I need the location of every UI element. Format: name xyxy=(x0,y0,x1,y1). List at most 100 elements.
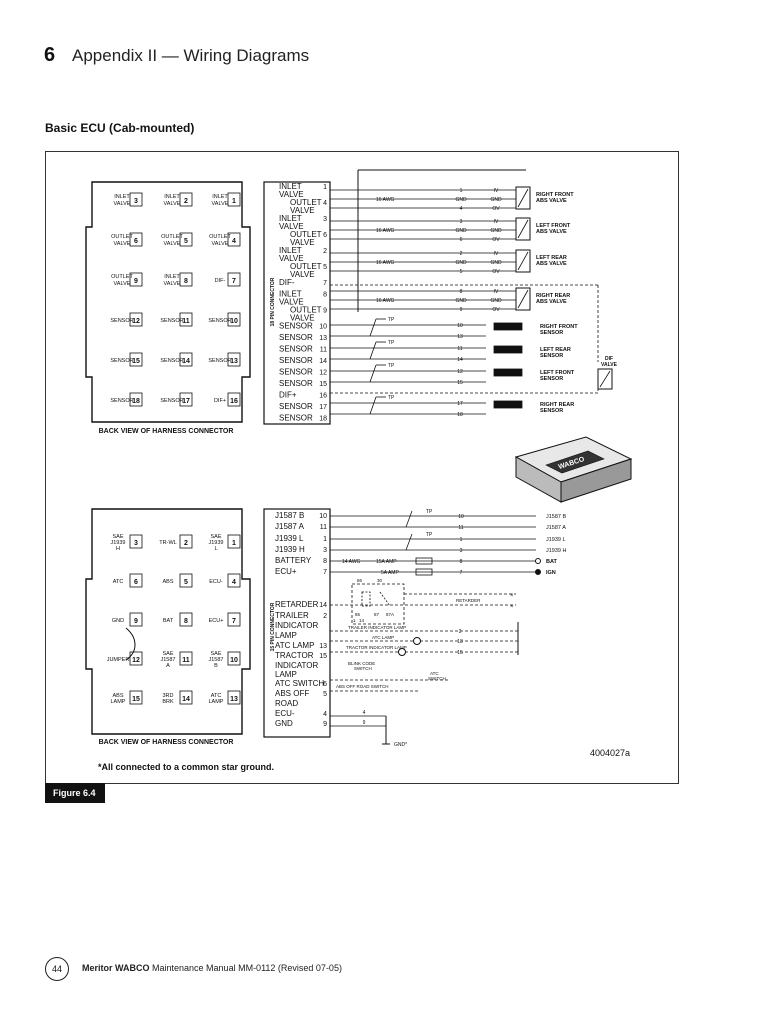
figure-label: Figure 6.4 xyxy=(45,783,105,803)
pin-number: 7 xyxy=(232,278,236,285)
valve-symbol xyxy=(515,249,531,273)
wire-number: 3 xyxy=(460,548,463,554)
page-title: Appendix II — Wiring Diagrams xyxy=(72,46,310,65)
pin-index: 6 xyxy=(323,232,327,239)
wire-label: GND xyxy=(490,197,502,203)
relay-pin: 1 xyxy=(353,618,356,623)
grid-label: VALVE xyxy=(114,201,131,207)
wire-number: 15 xyxy=(457,650,463,656)
bat-terminal xyxy=(535,558,541,564)
tp-label: TP xyxy=(388,317,395,323)
wire-number: 12 xyxy=(457,369,463,375)
grid-label: BAT xyxy=(163,618,174,624)
pin-number: 4 xyxy=(232,238,236,245)
valve-symbol xyxy=(515,186,531,210)
grid-label: VALVE xyxy=(164,281,181,287)
pin-name: VALVE xyxy=(290,314,315,323)
pin-box xyxy=(227,651,241,666)
section-number: 6 xyxy=(44,44,56,66)
grid-label: ABS xyxy=(162,579,173,585)
pin-number: 8 xyxy=(184,278,188,285)
pin-number: 13 xyxy=(230,358,238,365)
pin-name: VALVE xyxy=(279,254,304,263)
grid-label: DIF- xyxy=(215,278,226,284)
twist xyxy=(369,318,377,337)
pin-name: OUTLET xyxy=(290,262,322,271)
wire-label: IV xyxy=(494,251,499,257)
wire-number: 18 xyxy=(457,412,463,418)
grid-label: SENSOR xyxy=(110,398,133,404)
pin-index: 3 xyxy=(323,547,327,554)
lamp-label: TRACTOR INDICATOR LAMP xyxy=(346,645,407,650)
tractor-lamp-symbol xyxy=(398,648,406,656)
relay-pin: 87A xyxy=(386,612,394,617)
relay-pin: 86 xyxy=(357,578,363,583)
pin-number: 7 xyxy=(232,618,236,625)
wire-number: 7 xyxy=(460,570,463,576)
wire-number: GND xyxy=(455,298,467,304)
pin-name: GND xyxy=(275,719,293,728)
pin-number: 9 xyxy=(134,618,138,625)
grid-label: INLET xyxy=(114,194,130,200)
pin-box xyxy=(179,272,193,287)
pin-name: SENSOR xyxy=(279,322,313,331)
pin-number: 2 xyxy=(184,198,188,205)
grid-label: L xyxy=(214,546,217,552)
pin-number: 1 xyxy=(232,198,236,205)
grid-label: OUTLET xyxy=(209,234,231,240)
tp-label: TP xyxy=(426,509,433,515)
pin-box xyxy=(179,352,193,367)
valve-name: ABS VALVE xyxy=(536,261,567,267)
footer-manual: Maintenance Manual MM-0112 (Revised 07-0… xyxy=(152,963,342,973)
ign-terminal xyxy=(535,569,541,575)
grid-label: ECU- xyxy=(209,579,223,585)
wire-label: OV xyxy=(492,237,500,243)
pin-index: 10 xyxy=(319,513,327,520)
pin-box xyxy=(129,272,143,287)
grid-label: J1587 xyxy=(161,657,176,663)
wire-label: OV xyxy=(492,269,500,275)
pin-name: INLET xyxy=(279,214,302,223)
pin-index: 9 xyxy=(323,308,327,315)
dif-valve-symbol xyxy=(597,368,613,390)
connector-outline xyxy=(85,181,251,423)
pin-name: VALVE xyxy=(290,206,315,215)
pin-box xyxy=(179,573,193,588)
relay-pin: 30 xyxy=(377,578,383,583)
wire-label: IV xyxy=(494,289,499,295)
pin-number: 5 xyxy=(184,238,188,245)
pin-name: INLET xyxy=(279,182,302,191)
grid-label: SENSOR xyxy=(160,318,183,324)
wire-label: IV xyxy=(494,188,499,194)
pin-name: SENSOR xyxy=(279,368,313,377)
grid-label: SAE xyxy=(162,651,173,657)
wire-label: BAT xyxy=(546,559,558,565)
pin-box xyxy=(179,312,193,327)
grid-label: SENSOR xyxy=(160,358,183,364)
pin-box xyxy=(129,392,143,407)
open-end: × xyxy=(510,593,514,599)
back-view-label: BACK VIEW OF HARNESS CONNECTOR xyxy=(99,428,234,435)
wire-number: 9 xyxy=(460,307,463,313)
retarder-label: RETARDER xyxy=(456,598,481,603)
valve-slash xyxy=(517,188,529,208)
grid-label: OUTLET xyxy=(111,274,133,280)
pin-box xyxy=(129,534,143,549)
relay-pin: 85 xyxy=(355,612,361,617)
tp-label: TP xyxy=(388,363,395,369)
wire-label: J1939 L xyxy=(546,537,566,543)
grid-label: H xyxy=(116,546,120,552)
sensor-name: SENSOR xyxy=(540,353,563,359)
pin-name: VALVE xyxy=(290,238,315,247)
grid-label: LAMP xyxy=(209,699,224,705)
pin-index: 11 xyxy=(320,524,327,531)
relay-coil xyxy=(361,591,371,607)
wire-number: 10 xyxy=(458,514,464,520)
pin-index: 10 xyxy=(319,324,327,331)
wire-label: J1939 H xyxy=(546,548,567,554)
pin-number: 15 xyxy=(132,696,140,703)
pin-number: 4 xyxy=(232,579,236,586)
grid-label: ATC xyxy=(211,693,222,699)
pin-name: LAMP xyxy=(275,670,297,679)
